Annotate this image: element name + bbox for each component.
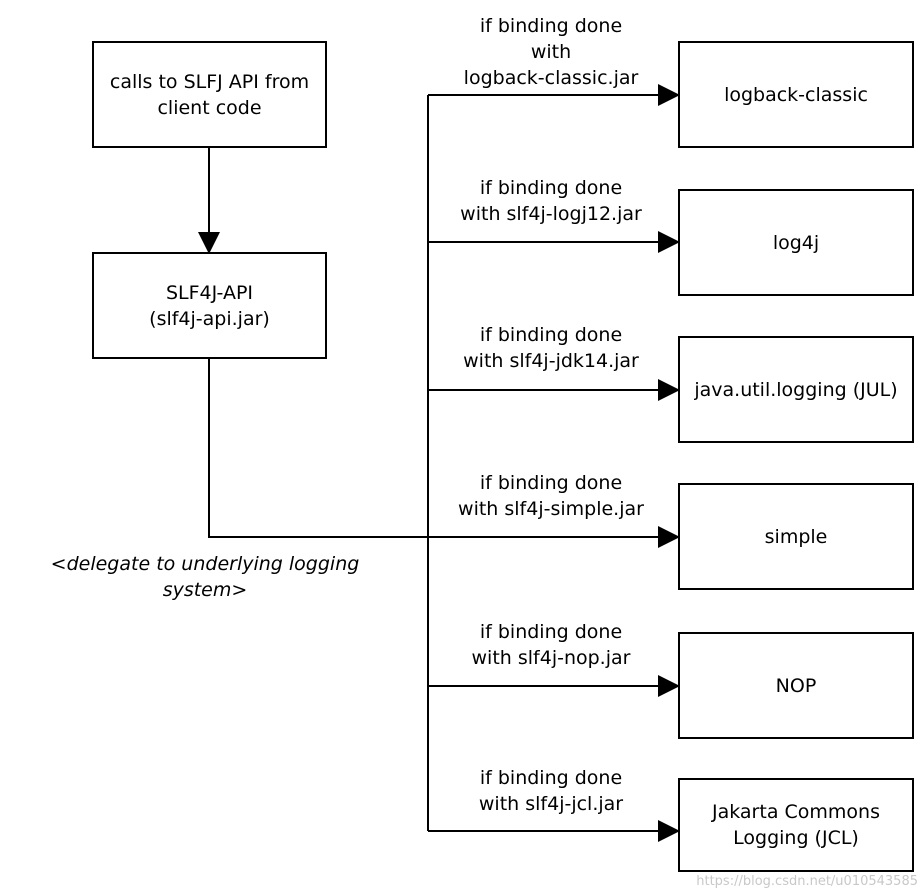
node-simple: simple	[678, 483, 914, 590]
arrowhead-right-icon	[658, 675, 680, 697]
edge-label-nop: if binding done with slf4j-nop.jar	[471, 621, 631, 669]
arrowhead-right-icon	[658, 820, 680, 842]
edge-api-to-bus	[208, 358, 428, 538]
arrowhead-down-icon	[198, 232, 220, 254]
edge-label-jul: if binding done with slf4j-jdk14.jar	[463, 324, 639, 372]
node-jcl: Jakarta Commons Logging (JCL)	[678, 778, 914, 872]
edge-label-jcl: if binding done with slf4j-jcl.jar	[478, 767, 624, 815]
arrowhead-right-icon	[658, 231, 680, 253]
edge-label-simple: if binding done with slf4j-simple.jar	[458, 472, 644, 520]
node-nop: NOP	[678, 632, 914, 739]
edge-label-logback-classic: if binding done with logback-classic.jar	[463, 15, 639, 89]
node-client-code: calls to SLFJ API from client code	[92, 41, 327, 148]
edge-label-log4j: if binding done with slf4j-logj12.jar	[460, 177, 642, 225]
arrowhead-right-icon	[658, 526, 680, 548]
watermark: https://blog.csdn.net/u010543585	[696, 874, 918, 889]
node-log4j: log4j	[678, 189, 914, 296]
delegate-note: <delegate to underlying logging system>	[50, 553, 360, 601]
node-slf4j-api: SLF4J-API (slf4j-api.jar)	[92, 252, 327, 359]
node-logback-classic: logback-classic	[678, 41, 914, 148]
arrowhead-right-icon	[658, 84, 680, 106]
arrowhead-right-icon	[658, 379, 680, 401]
node-jul: java.util.logging (JUL)	[678, 336, 914, 443]
